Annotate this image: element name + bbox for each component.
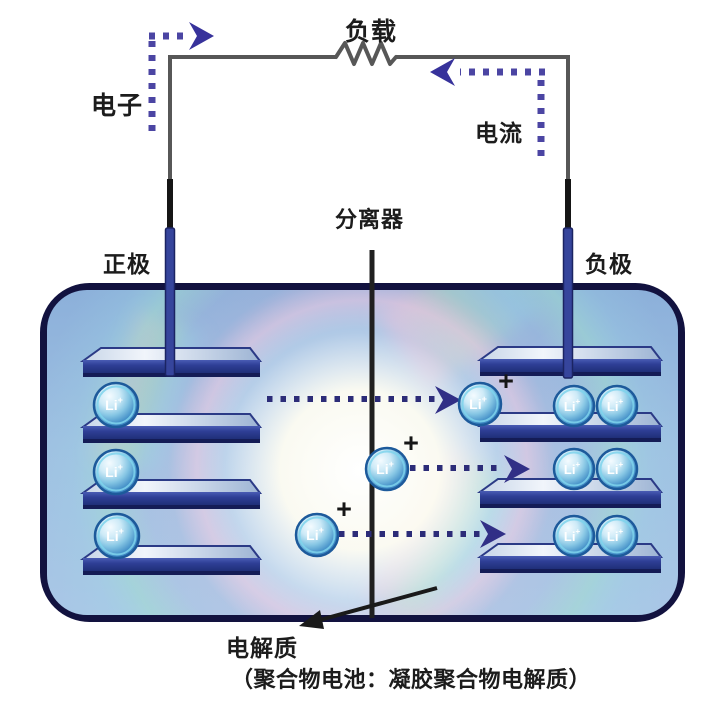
li-ion: Li+ — [595, 384, 639, 428]
current-flow-arrow — [430, 58, 545, 160]
svg-text:Li+: Li+ — [607, 527, 624, 544]
arrowhead-right-icon — [189, 22, 214, 50]
li-ion: Li+ — [595, 447, 639, 491]
li-ion: Li+ — [93, 512, 141, 560]
svg-text:Li+: Li+ — [607, 460, 624, 477]
svg-text:Li+: Li+ — [376, 459, 394, 477]
plus-charge: + — [403, 428, 419, 458]
arrowhead-right-icon — [480, 520, 506, 548]
electrolyte-label: 电解质 — [226, 635, 298, 661]
svg-text:Li+: Li+ — [564, 460, 581, 477]
svg-text:Li+: Li+ — [564, 397, 581, 414]
ion-path-arrows — [267, 386, 530, 548]
circuit-wire — [167, 41, 571, 231]
li-ion: Li+ — [552, 514, 596, 558]
svg-text:Li+: Li+ — [564, 527, 581, 544]
negative-lead-rod — [562, 227, 574, 379]
li-ion-traveling: Li+ + — [294, 494, 352, 558]
plus-charge: + — [336, 494, 352, 524]
svg-text:Li+: Li+ — [607, 397, 624, 414]
electrolyte-leader-arrow — [299, 586, 438, 629]
arrowhead-left-icon — [430, 58, 455, 86]
plus-charge: + — [498, 366, 514, 396]
arrowhead-right-icon — [435, 386, 461, 414]
li-ion-traveling: Li+ + — [457, 366, 514, 427]
li-ion-traveling: Li+ + — [364, 428, 419, 492]
electron-flow-label: 电子 — [91, 92, 144, 120]
negative-electrode-label: 负极 — [585, 251, 633, 277]
li-ion: Li+ — [92, 448, 140, 496]
svg-text:Li+: Li+ — [106, 526, 124, 544]
arrowhead-right-icon — [504, 455, 530, 483]
li-ion: Li+ — [552, 384, 596, 428]
svg-text:Li+: Li+ — [306, 525, 324, 543]
svg-text:Li+: Li+ — [469, 394, 487, 412]
resistor-icon — [334, 41, 398, 66]
li-ion: Li+ — [595, 514, 639, 558]
caption: （聚合物电池：凝胶聚合物电解质） — [231, 667, 592, 692]
li-ion: Li+ — [552, 447, 596, 491]
separator-label: 分离器 — [335, 207, 405, 232]
positive-lead-rod — [164, 227, 176, 377]
current-flow-label: 电流 — [475, 120, 523, 146]
load-label: 负载 — [345, 18, 398, 46]
positive-electrode-label: 正极 — [103, 251, 151, 277]
svg-text:Li+: Li+ — [105, 462, 123, 480]
svg-text:Li+: Li+ — [105, 395, 123, 413]
li-ion: Li+ — [92, 381, 140, 429]
electron-flow-arrow — [148, 22, 214, 131]
